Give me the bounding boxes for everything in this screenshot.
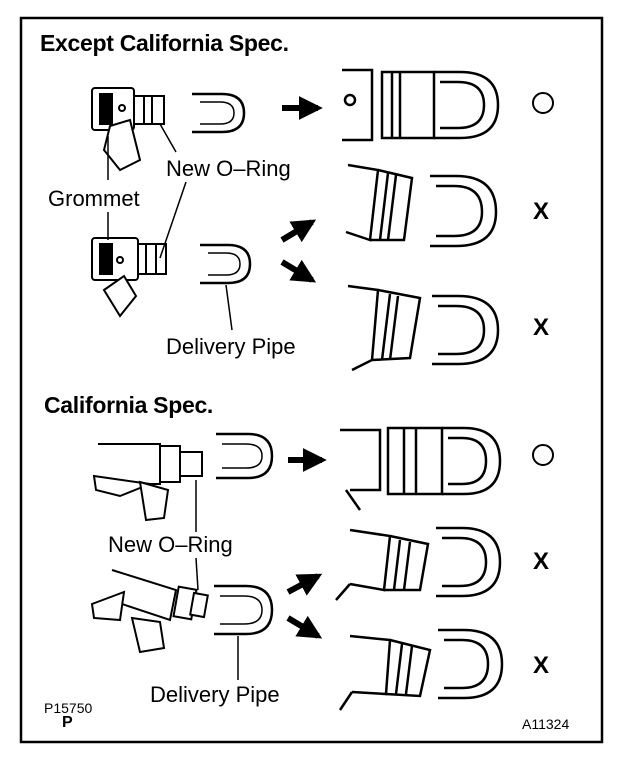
delivery-pipe-cup-california-upper bbox=[216, 432, 274, 480]
assembly-except-correct bbox=[342, 68, 500, 142]
section-title-except-california: Except California Spec. bbox=[40, 30, 289, 56]
arrow-california-3 bbox=[286, 615, 323, 639]
ok-mark-california-row1 bbox=[532, 444, 554, 466]
ok-mark-except-row1 bbox=[532, 92, 554, 114]
assembly-california-tilted-1 bbox=[335, 526, 502, 601]
injector-except-upper bbox=[91, 87, 165, 172]
arrow-except-3 bbox=[280, 259, 317, 283]
figure-border bbox=[19, 16, 604, 744]
ng-mark-except-row3: X bbox=[533, 314, 550, 341]
assembly-california-tilted-2 bbox=[338, 628, 504, 711]
assembly-except-tilted-2 bbox=[347, 284, 500, 372]
assembly-except-tilted-1 bbox=[345, 163, 498, 248]
reference-code: A11324 bbox=[522, 716, 570, 732]
figure-code-suffix: P bbox=[62, 714, 73, 731]
injector-california-lower bbox=[90, 569, 209, 654]
injector-except-lower bbox=[91, 237, 167, 318]
delivery-pipe-cup-california-lower bbox=[214, 584, 274, 636]
assembly-california-correct bbox=[340, 426, 502, 511]
label-new-o-ring-bottom: New O–Ring bbox=[108, 532, 233, 557]
injector-california-upper bbox=[92, 443, 203, 522]
label-delivery-pipe-bottom: Delivery Pipe bbox=[150, 682, 280, 707]
label-delivery-pipe-top: Delivery Pipe bbox=[166, 334, 296, 359]
arrow-california-2 bbox=[286, 573, 323, 596]
figure-code: P15750 bbox=[44, 700, 93, 716]
delivery-pipe-cup-except-upper bbox=[192, 92, 246, 134]
ng-mark-california-row3: X bbox=[533, 652, 550, 679]
label-grommet: Grommet bbox=[48, 186, 140, 211]
label-new-o-ring-top: New O–Ring bbox=[166, 156, 291, 181]
ng-mark-california-row2: X bbox=[533, 548, 550, 575]
delivery-pipe-cup-except-lower bbox=[200, 243, 252, 285]
arrow-except-2 bbox=[280, 219, 317, 243]
section-title-california: California Spec. bbox=[44, 392, 214, 418]
ng-mark-except-row2: X bbox=[533, 198, 550, 225]
